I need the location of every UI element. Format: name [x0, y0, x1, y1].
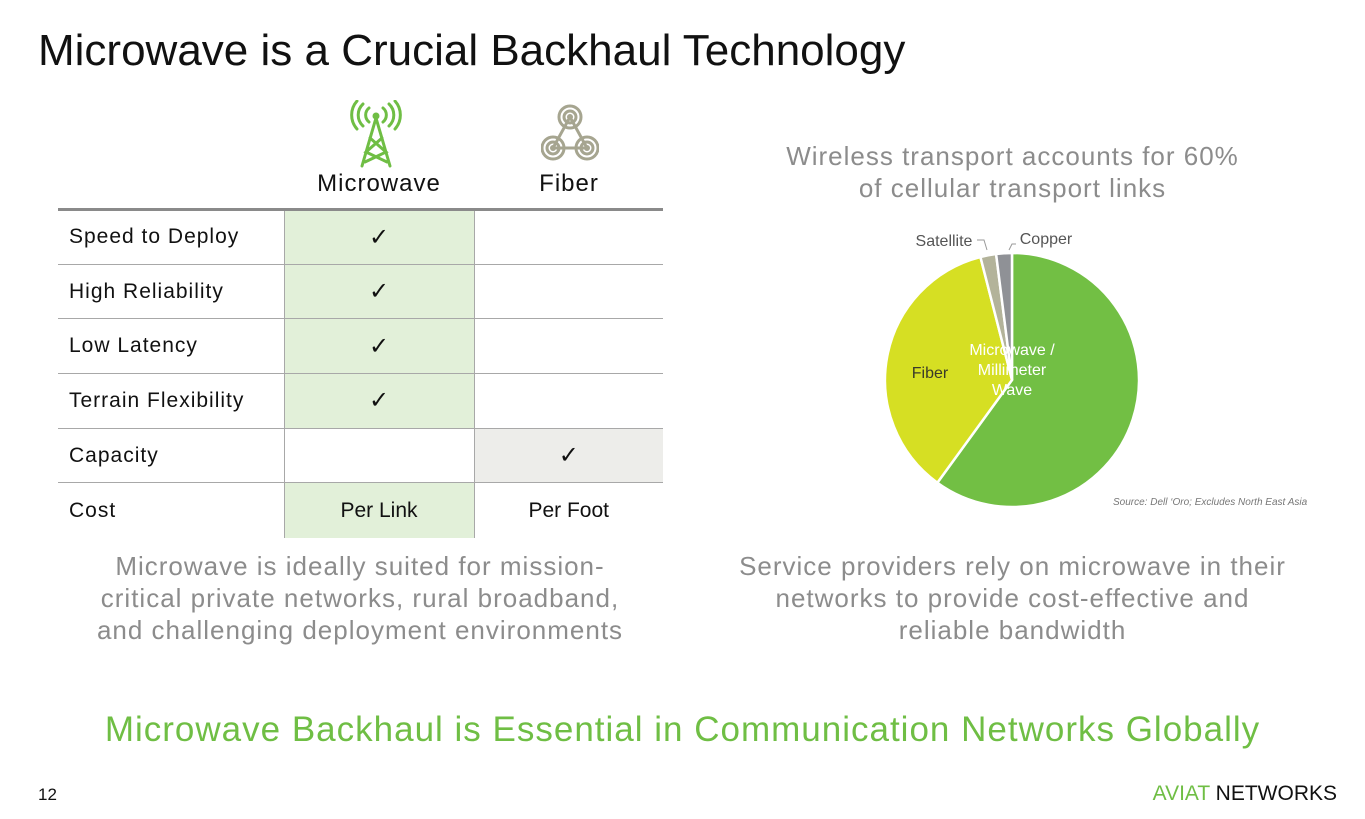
fiber-cell: [474, 318, 663, 375]
row-label: Cost: [58, 482, 285, 538]
pie-label: Satellite: [916, 233, 973, 250]
table-row: Speed to Deploy✓: [58, 208, 663, 265]
chart-title: Wireless transport accounts for 60% of c…: [760, 140, 1265, 204]
column-header-fiber: Fiber: [539, 170, 599, 197]
table-row: Low Latency✓: [58, 318, 663, 375]
pie-label: Fiber: [912, 365, 949, 382]
chart-title-line: Wireless transport accounts for 60%: [786, 141, 1239, 171]
left-caption: Microwave is ideally suited for mission-…: [50, 550, 670, 646]
caption-line: reliable bandwidth: [898, 615, 1127, 645]
radio-tower-icon: [350, 100, 402, 168]
microwave-cell: [284, 428, 475, 484]
microwave-check: ✓: [284, 264, 475, 320]
caption-line: critical private networks, rural broadba…: [100, 583, 620, 613]
right-caption: Service providers rely on microwave in t…: [700, 550, 1325, 646]
microwave-cost: Per Link: [284, 482, 475, 538]
row-label: Capacity: [58, 428, 285, 484]
chart-source: Source: Dell ‘Oro; Excludes North East A…: [1113, 497, 1308, 508]
aviat-logo: AVIAT NETWORKS: [1153, 782, 1337, 806]
comparison-table: Speed to Deploy✓ High Reliability✓ Low L…: [58, 208, 663, 538]
table-row: Capacity ✓: [58, 428, 663, 484]
row-label: Speed to Deploy: [58, 208, 285, 265]
chart-title-line: of cellular transport links: [858, 173, 1167, 203]
table-row: Terrain Flexibility✓: [58, 373, 663, 429]
row-label: Terrain Flexibility: [58, 373, 285, 429]
column-header-microwave: Microwave: [317, 170, 441, 197]
caption-line: Microwave is ideally suited for mission-: [115, 551, 605, 581]
fiber-cell: [474, 208, 663, 265]
pie-slice-fiber: [883, 255, 1014, 485]
fiber-network-icon: [541, 104, 599, 161]
microwave-check: ✓: [284, 208, 475, 265]
fiber-cell: [474, 264, 663, 320]
logo-part1: AVIAT: [1152, 782, 1210, 805]
microwave-check: ✓: [284, 373, 475, 429]
page-number: 12: [38, 785, 57, 804]
caption-line: networks to provide cost-effective and: [775, 583, 1250, 613]
pie-slice-microwave-millimeter-wave: [935, 251, 1141, 509]
slide-title: Microwave is a Crucial Backhaul Technolo…: [38, 26, 906, 75]
row-label: Low Latency: [58, 318, 285, 375]
leader-line: [977, 239, 988, 251]
microwave-check: ✓: [284, 318, 475, 375]
leader-line: [1008, 243, 1016, 251]
fiber-check: ✓: [474, 428, 663, 484]
fiber-cost: Per Foot: [528, 498, 610, 522]
caption-line: and challenging deployment environments: [96, 615, 624, 645]
pie-slice-copper: [994, 251, 1014, 381]
table-row: High Reliability✓: [58, 264, 663, 320]
pie-label: Copper: [1020, 231, 1073, 248]
fiber-cell: [474, 373, 663, 429]
logo-part2: NETWORKS: [1209, 782, 1337, 805]
tagline: Microwave Backhaul is Essential in Commu…: [104, 710, 1261, 749]
row-label: High Reliability: [58, 264, 285, 320]
caption-line: Service providers rely on microwave in t…: [739, 551, 1286, 581]
